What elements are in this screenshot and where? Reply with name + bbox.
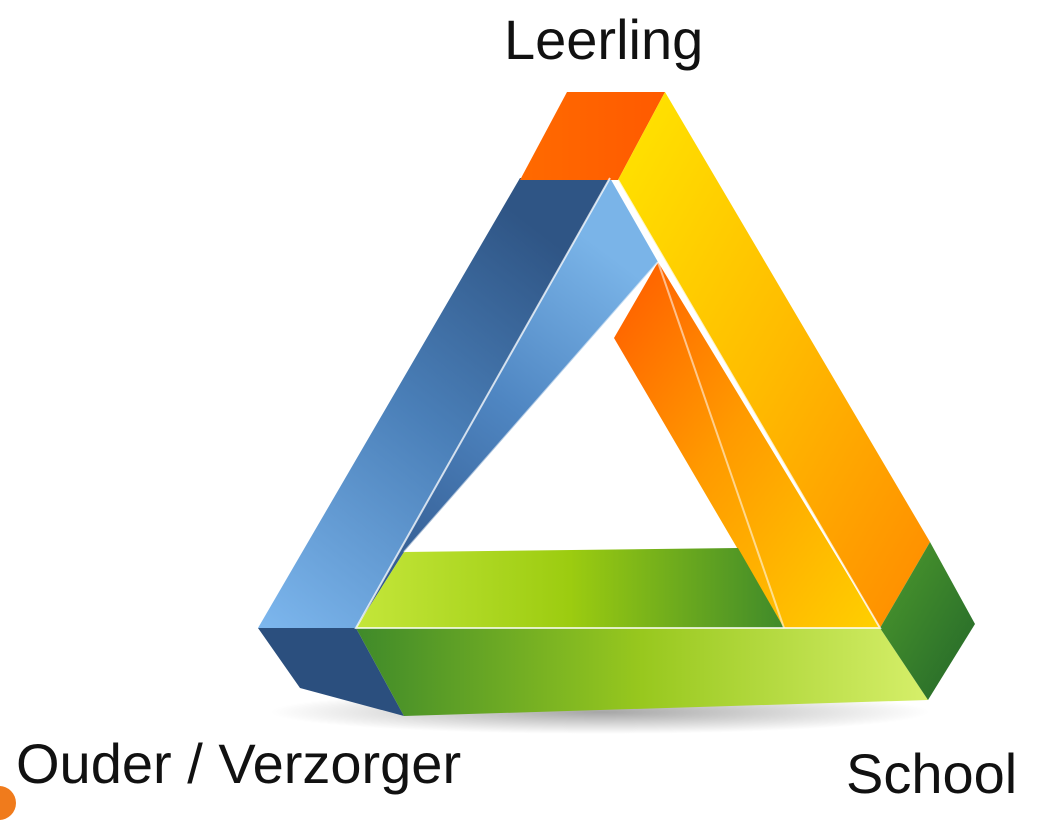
green-top-face: [356, 548, 784, 628]
green-side-face: [880, 542, 975, 700]
label-ouder-verzorger: Ouder / Verzorger: [16, 732, 462, 795]
yellow-outer-face: [618, 92, 930, 628]
label-school: School: [846, 742, 1018, 805]
orange-inner-face: [614, 262, 880, 628]
edge-highlights: [354, 177, 882, 629]
blue-outer-face: [258, 178, 610, 628]
blue-inner-face: [356, 178, 658, 628]
edge-inner-left: [403, 261, 659, 553]
penrose-triangle: [258, 92, 975, 734]
label-leerling: Leerling: [504, 8, 704, 71]
orange-top-cap: [520, 92, 665, 180]
blue-bottom-cap: [258, 628, 404, 716]
green-front-face: [356, 628, 928, 716]
edge-inner-right: [657, 261, 785, 629]
